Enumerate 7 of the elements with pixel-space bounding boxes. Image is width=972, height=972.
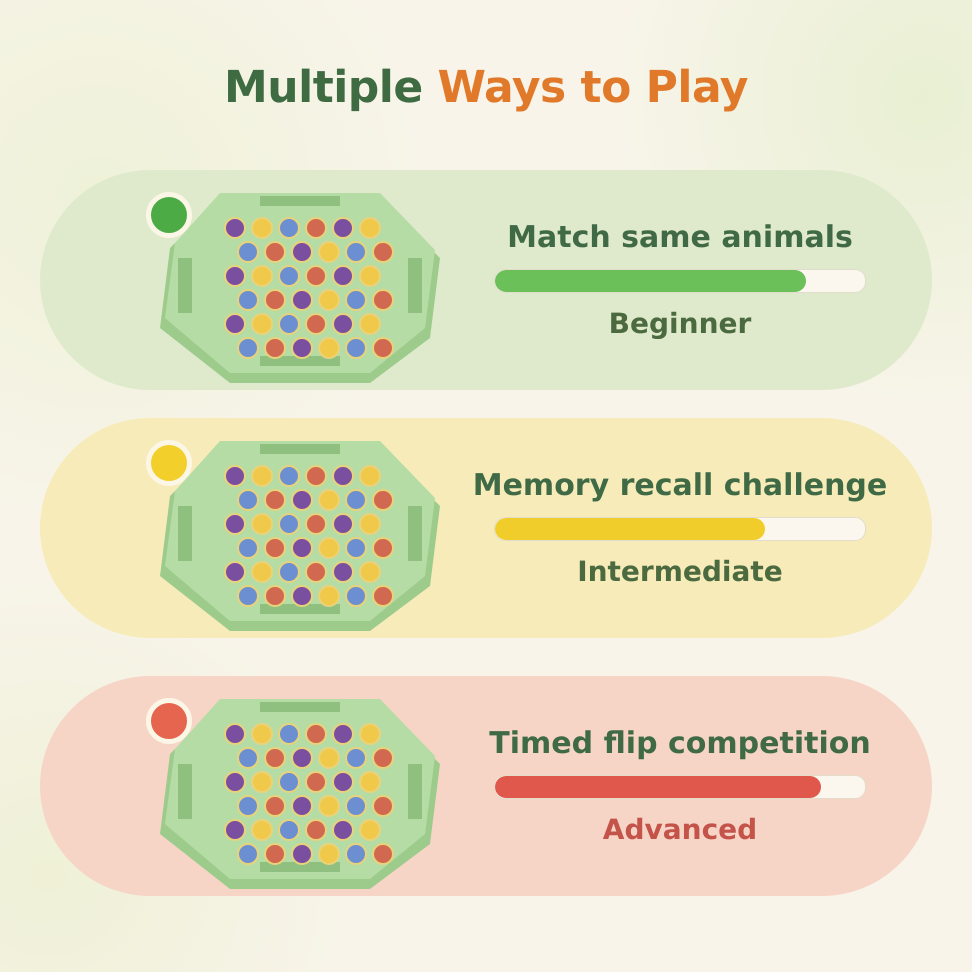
level-label: Beginner [608,307,752,340]
level-label: Intermediate [577,555,783,588]
level-label: Advanced [602,813,758,846]
mode-heading: Timed flip competition [489,726,871,761]
mode-heading: Match same animals [507,220,853,255]
mode-heading: Memory recall challenge [472,468,888,503]
title: Multiple Ways to Play [223,62,749,113]
